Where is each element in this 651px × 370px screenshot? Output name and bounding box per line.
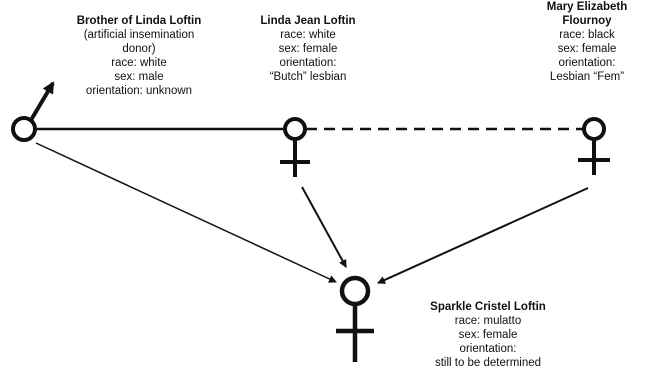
mary-name: Flournoy (562, 15, 612, 27)
donor-line: (artificial insemination (83, 29, 195, 41)
mary-female-symbol-icon (578, 117, 610, 175)
sparkle-line: orientation: (459, 343, 517, 355)
sparkle-female-symbol-icon (336, 275, 374, 362)
donor-line: orientation: unknown (85, 85, 193, 97)
sparkle-line: sex: female (458, 329, 518, 341)
linda-female-symbol-icon (280, 117, 310, 177)
mary-name: Mary Elizabeth (546, 1, 628, 13)
sparkle-label: Sparkle Cristel Loftin race: mulatto sex… (412, 300, 564, 370)
mary-line: race: black (559, 29, 615, 41)
mary-line: Lesbian “Fem” (549, 71, 625, 83)
donor-line: race: white (111, 57, 167, 69)
donor-name: Brother of Linda Loftin (76, 15, 202, 27)
donor-line: donor) (122, 43, 156, 55)
linda-line: sex: female (278, 43, 338, 55)
linda-line: “Butch” lesbian (269, 71, 347, 83)
donor-to-sparkle-arrow (35, 142, 337, 283)
mary-to-sparkle-arrow (377, 187, 589, 284)
donor-label: Brother of Linda Loftin (artificial inse… (52, 14, 226, 98)
male-symbol-icon (11, 81, 55, 142)
mary-line: orientation: (558, 57, 616, 69)
linda-label: Linda Jean Loftin race: white sex: femal… (250, 14, 366, 84)
linda-line: orientation: (279, 57, 337, 69)
linda-name: Linda Jean Loftin (260, 15, 356, 27)
linda-to-sparkle-arrow (301, 186, 347, 268)
sparkle-name: Sparkle Cristel Loftin (430, 301, 546, 313)
sparkle-line: race: mulatto (454, 315, 522, 327)
mary-label: Mary Elizabeth Flournoy race: black sex:… (528, 0, 646, 84)
mary-line: sex: female (557, 43, 617, 55)
donor-line: sex: male (114, 71, 164, 83)
linda-line: race: white (280, 29, 336, 41)
sparkle-line: still to be determined (434, 357, 542, 369)
